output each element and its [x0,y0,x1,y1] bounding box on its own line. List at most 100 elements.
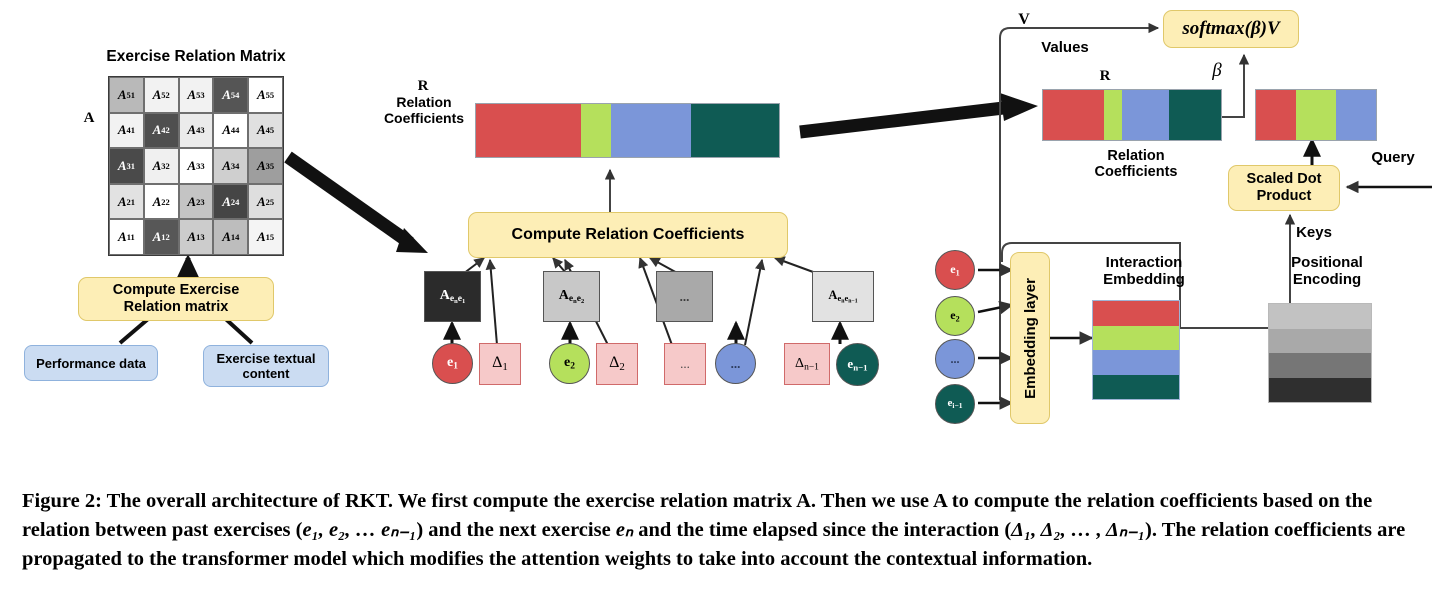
softmax-label: softmax(β)V [1182,18,1280,39]
bar-segment-1 [1104,90,1123,140]
caption-line2-c: and the time elapsed [633,519,818,542]
compute-relation-coefficients-label: Compute Relation Coefficients [511,226,745,243]
node-e-n-1-label: en−1 [847,356,868,373]
node-e-n-1: en−1 [836,343,879,386]
bar-segment-0 [1256,90,1297,140]
bar-segment-3 [691,104,779,157]
node-e1-label: e1 [447,355,458,372]
caption-line4: attention weights to take into account t… [521,548,1093,571]
caption-line1: The overall architecture of RKT. We firs… [101,490,1082,512]
a-box-1-label: Aene2 [558,287,585,306]
embedding-input-ellipsis: ... [935,339,975,379]
bar-segment-1 [1296,90,1337,140]
node-e2: e2 [549,343,590,384]
node-delta-n-1-label: Δn−1 [795,355,819,373]
relation-coefficients-label-right: Relation Coefficients [1094,148,1178,181]
a-box-3: Aenen−1 [812,271,874,322]
performance-data-box[interactable]: Performance data [24,345,158,381]
attention-weights-bar [1255,89,1377,141]
caption-line2-math2: eₙ [615,519,634,542]
keys-label: Keys [1296,224,1332,241]
embedding-input-ellipsis-label: ... [950,351,960,366]
bar-segment-0 [476,104,581,157]
node-delta-ellipsis: ... [664,343,706,385]
relation-coefficients-label: Relation Coefficients [383,94,465,126]
interaction-embedding-band-2 [1093,350,1179,375]
v-symbol-label: V [1018,11,1030,28]
a-box-3-label: Aenen−1 [828,288,858,305]
bar-segment-3 [1169,90,1221,140]
exercise-textual-content-box[interactable]: Exercise textual content [203,345,329,387]
compute-relation-coefficients-box[interactable]: Compute Relation Coefficients [468,212,788,258]
node-delta2-label: Δ2 [609,354,625,374]
embedding-input-e-i-1-label: ei−1 [947,397,963,411]
interaction-embedding-label: Interaction Embedding [1103,254,1185,288]
caption-line2-a: relation coefficients based on the relat… [22,490,1373,542]
bar-segment-2 [610,104,692,157]
beta-label: β [1212,60,1222,81]
softmax-box: softmax(β)V [1163,10,1299,48]
caption-line3-b: ). The relation coefficients are propaga… [22,519,1406,571]
caption-line3-a: since the interaction ( [822,519,1012,542]
scaled-dot-product-box[interactable]: Scaled Dot Product [1228,165,1340,211]
positional-encoding-block [1268,303,1372,403]
bar-segment-2 [1122,90,1170,140]
caption-line3-math: Δ₁, Δ₂, … , Δₙ₋₁ [1011,519,1146,542]
node-delta1: Δ1 [479,343,521,385]
scaled-dot-product-label: Scaled Dot Product [1246,170,1322,204]
embedding-layer-box[interactable]: Embedding layer [1010,252,1050,424]
r-symbol-label: R [417,78,429,94]
compute-exercise-relation-matrix-box[interactable]: Compute Exercise Relation matrix [78,277,274,321]
r-symbol-label-right: R [1099,68,1111,84]
embedding-input-e2-label: e2 [950,308,960,324]
relation-coefficients-bar [475,103,780,158]
a-box-2-label: ... [679,288,690,304]
embedding-layer-label: Embedding layer [1021,277,1039,399]
a-box-1: Aene2 [543,271,600,322]
matrix-title: Exercise Relation Matrix [106,48,286,65]
node-e-ellipsis: ... [715,343,756,384]
bar-segment-1 [580,104,611,157]
a-box-2-ellipsis: ... [656,271,713,322]
embedding-input-e1-label: e1 [950,262,960,278]
caption-line2-b: ) and the next exercise [416,519,616,542]
figure-caption: Figure 2: The overall architecture of RK… [22,487,1420,574]
performance-data-label: Performance data [36,355,146,371]
exercise-textual-content-label: Exercise textual content [216,350,316,381]
node-delta-ellipsis-label: ... [680,356,690,371]
interaction-embedding-block [1092,300,1180,400]
caption-prefix: Figure 2: [22,490,102,512]
embedding-input-e-i-1: ei−1 [935,384,975,424]
relation-coefficients-bar-right [1042,89,1222,141]
caption-line2-math: e₁, e₂, … eₙ₋₁ [302,519,417,542]
node-e1: e1 [432,343,473,384]
embedding-input-e2: e2 [935,296,975,336]
embedding-input-e1: e1 [935,250,975,290]
positional-encoding-band-2 [1269,353,1371,378]
interaction-embedding-band-3 [1093,374,1179,399]
node-delta-n-1: Δn−1 [784,343,830,385]
compute-exercise-relation-matrix-label: Compute Exercise Relation matrix [112,281,240,315]
matrix-axis-label: A [83,110,95,126]
bar-segment-2 [1336,90,1376,140]
